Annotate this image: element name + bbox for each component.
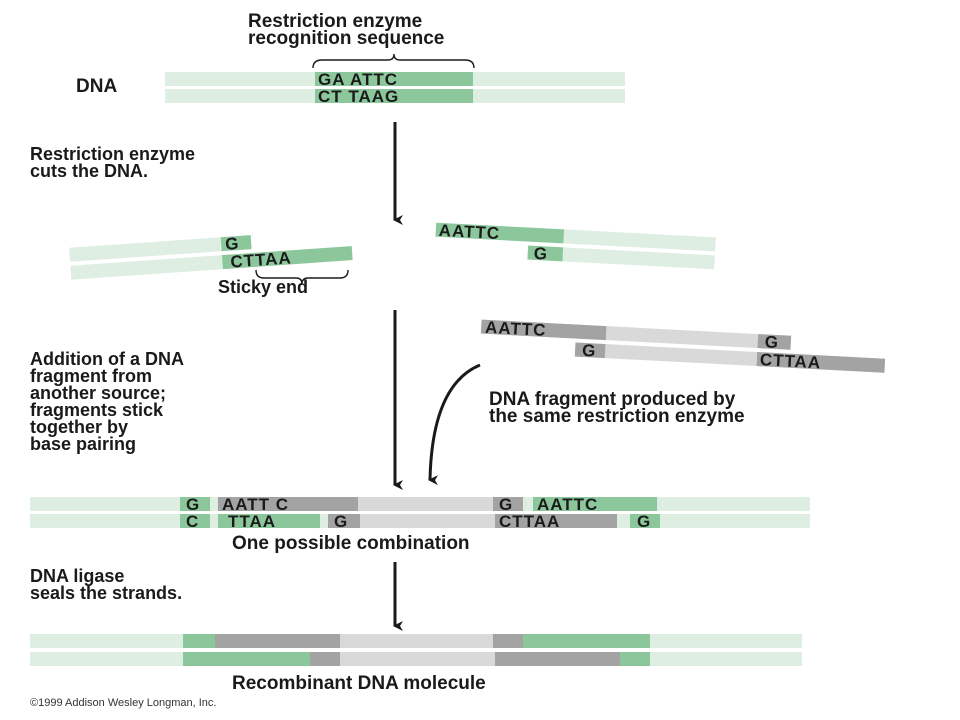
comb-bottom-seq-1: C	[186, 512, 199, 531]
left-top-strand	[69, 235, 252, 262]
cuts-dna-label: Restriction enzyme cuts the DNA.	[30, 144, 196, 181]
comb-bottom-block-1	[180, 514, 210, 528]
comb-top-seq-4: AATTC	[537, 495, 598, 514]
right-cut-fragment: AATTC G	[435, 221, 716, 270]
comb-bottom-seq-5: G	[637, 512, 651, 531]
arrow-curved-fragment	[428, 363, 481, 486]
right-top-sequence: AATTC	[438, 221, 500, 243]
copyright-notice: ©1999 Addison Wesley Longman, Inc.	[30, 697, 217, 709]
left-top-sequence: G	[225, 234, 241, 254]
comb-bottom-seq-3: G	[334, 512, 348, 531]
same-enzyme-label: DNA fragment produced by the same restri…	[489, 389, 745, 427]
recognition-top-sequence: GA ATTC	[318, 70, 398, 89]
foreign-bottom-left-sequence: G	[582, 341, 597, 361]
comb-top-seq-2: AATT C	[222, 495, 289, 514]
recomb-bottom-block-3	[340, 652, 495, 666]
comb-bottom-block-3	[328, 514, 360, 528]
left-cut-fragment: G CTTAA	[69, 234, 353, 280]
comb-bottom-block-4	[360, 514, 495, 528]
foreign-top-left-sequence: AATTC	[485, 318, 547, 340]
left-bottom-highlight	[221, 246, 353, 270]
recomb-bottom-block-5	[620, 652, 650, 666]
foreign-fragment: AATTC G G CTTAA	[480, 318, 886, 373]
dna-label: DNA	[76, 76, 118, 97]
recomb-top-block-5	[523, 634, 650, 648]
left-top-highlight	[220, 235, 252, 252]
recombinant-label: Recombinant DNA molecule	[232, 673, 486, 694]
right-bottom-strand	[527, 245, 715, 270]
recognition-bottom-sequence: CT TAAG	[318, 87, 399, 106]
comb-top-block-1	[180, 497, 210, 511]
comb-top-block-5	[533, 497, 657, 511]
comb-bottom-block-5	[495, 514, 617, 528]
foreign-top-right-sequence: G	[764, 332, 779, 352]
recomb-top-block-4	[493, 634, 523, 648]
right-bottom-highlight	[527, 245, 564, 262]
right-bottom-sequence: G	[533, 244, 548, 264]
comb-top-seq-1: G	[186, 495, 200, 514]
recognition-brace	[312, 53, 475, 69]
recomb-bottom-block-4	[495, 652, 620, 666]
recomb-top-block-1	[183, 634, 215, 648]
ligase-label: DNA ligase seals the strands.	[30, 566, 183, 603]
dna-strands: GA ATTC CT TAAG	[165, 53, 625, 106]
recognition-top-highlight	[315, 72, 473, 86]
comb-bottom-block-2	[218, 514, 320, 528]
recomb-bottom-block-1	[183, 652, 310, 666]
comb-top-block-2	[218, 497, 358, 511]
foreign-bottom-left-highlight	[574, 342, 606, 359]
combination-label: One possible combination	[232, 533, 470, 554]
foreign-top-right-highlight	[757, 334, 792, 350]
comb-bottom-seq-2: TTAA	[228, 512, 276, 531]
comb-bottom-seq-4: CTTAA	[499, 512, 560, 531]
sticky-end-brace	[255, 269, 349, 285]
combination-strands: G AATT C G AATTC C TTAA G CTTAA G	[30, 495, 810, 531]
recomb-top-block-3	[340, 634, 493, 648]
recomb-bottom-block-2	[310, 652, 340, 666]
comb-top-seq-3: G	[499, 495, 513, 514]
recombinant-strands	[30, 634, 802, 666]
comb-top-block-3	[358, 497, 493, 511]
foreign-top-left-highlight	[480, 319, 607, 341]
recognition-bottom-highlight	[315, 89, 473, 103]
addition-label: Addition of a DNA fragment from another …	[30, 349, 184, 454]
right-top-highlight	[435, 222, 565, 244]
left-bottom-sequence: CTTAA	[230, 248, 293, 271]
comb-top-block-4	[493, 497, 523, 511]
recognition-sequence-label: Restriction enzyme recognition sequence	[248, 11, 445, 49]
foreign-bottom-right-highlight	[756, 352, 886, 373]
recomb-top-block-2	[215, 634, 340, 648]
foreign-bottom-right-sequence: CTTAA	[759, 350, 821, 372]
sticky-end-label: Sticky end	[218, 277, 309, 297]
comb-bottom-block-6	[630, 514, 660, 528]
